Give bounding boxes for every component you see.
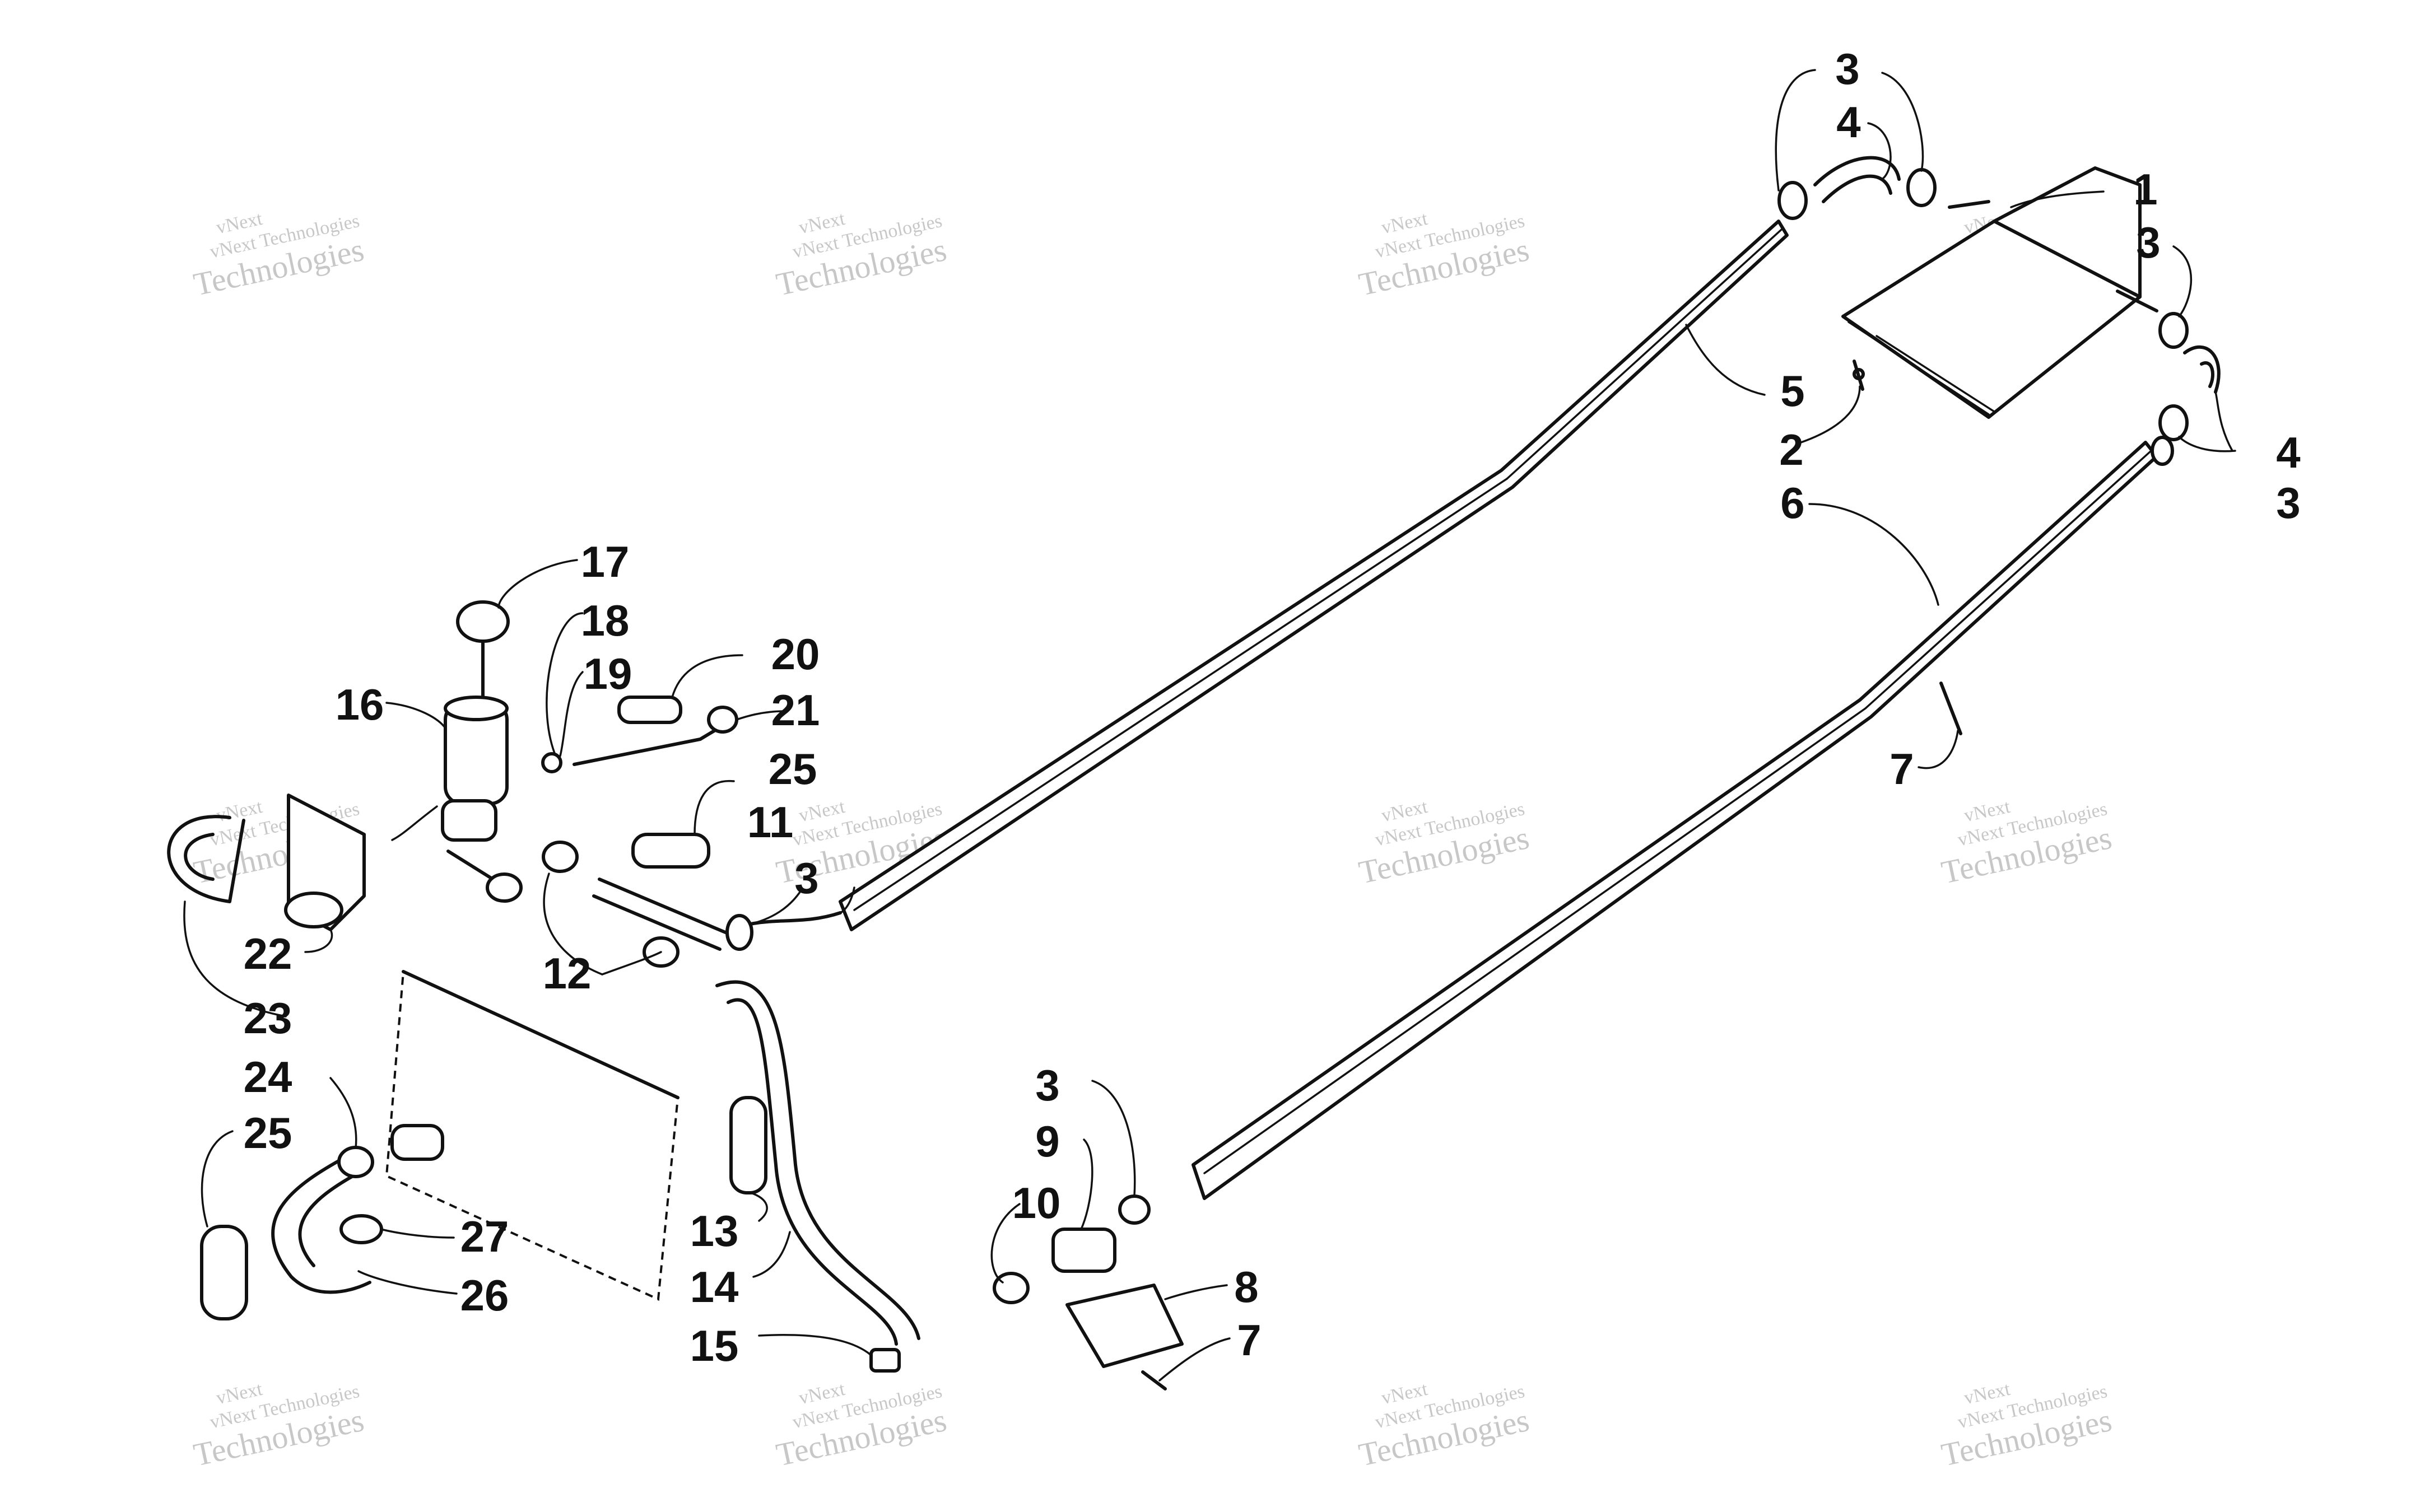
callout-17: 17 [581, 537, 630, 586]
clamp-27 [339, 1214, 383, 1244]
watermark: vNext vNext Technologies Technologies [1356, 1379, 1532, 1473]
left-tunnel-tube [839, 220, 1789, 931]
callout-3-right-upper: 3 [2136, 218, 2160, 267]
callout-12: 12 [543, 949, 592, 998]
callout-13: 13 [690, 1206, 739, 1256]
watermark: vNext vNext Technologies Technologies [1356, 208, 1532, 303]
callout-15: 15 [690, 1321, 739, 1370]
callout-27: 27 [460, 1212, 509, 1261]
watermark: vNext vNext Technologies Technologies [190, 1379, 367, 1473]
tube-bracket-8 [1065, 1284, 1184, 1368]
clamp-10 [993, 1272, 1030, 1304]
callout-1: 1 [2133, 165, 2157, 214]
callout-3-mid: 3 [794, 853, 818, 903]
callout-6: 6 [1780, 478, 1804, 528]
callout-14: 14 [690, 1262, 739, 1312]
callout-11: 11 [747, 797, 793, 847]
sleeve-20 [617, 696, 682, 724]
callout-3-right-lower: 3 [2276, 478, 2300, 528]
coolant-cap [456, 600, 510, 699]
callout-24: 24 [244, 1052, 292, 1102]
callout-7-upper: 7 [1890, 744, 1914, 794]
clamp-21 [707, 706, 738, 734]
callout-3-lower: 3 [1035, 1061, 1059, 1110]
sleeve-25-upper [631, 833, 710, 869]
watermark: vNext vNext Technologies Technologies [190, 208, 367, 303]
callout-21: 21 [771, 685, 820, 735]
callout-22: 22 [244, 929, 292, 978]
upper-elbow-hose [1777, 156, 1937, 220]
watermark: vNext vNext Technologies Technologies [1938, 1379, 2115, 1473]
callout-10: 10 [1012, 1178, 1061, 1228]
shield-22 [284, 794, 366, 931]
callout-2: 2 [1779, 425, 1803, 474]
fitting-15 [869, 1348, 901, 1373]
callout-7-lower: 7 [1237, 1315, 1261, 1365]
coolant-bottle [441, 696, 523, 903]
callout-8: 8 [1234, 1262, 1258, 1312]
sleeve-25-lower [200, 1225, 248, 1320]
parts-drawing [167, 156, 2221, 1390]
hose-11 [542, 841, 842, 951]
leader-lines [183, 69, 2236, 1382]
clamp-24 [337, 1146, 374, 1178]
callout-16: 16 [336, 680, 384, 729]
sleeve-13 [729, 1096, 767, 1194]
rivet-7-upper [1939, 682, 1962, 735]
callout-25-upper: 25 [769, 744, 817, 794]
right-tunnel-tube [1192, 436, 2174, 1200]
rivet-7-lower [1141, 1370, 1167, 1390]
watermark: vNext vNext Technologies Technologies [773, 1379, 950, 1473]
lower-elbow-hose [2158, 312, 2221, 441]
watermark: vNext vNext Technologies Technologies [773, 208, 950, 303]
clamp-3-lower [1118, 1194, 1151, 1225]
callout-19: 19 [584, 649, 632, 698]
heat-exchanger [1841, 166, 2158, 419]
hose-14 [715, 980, 920, 1346]
coupler-9 [1051, 1228, 1116, 1273]
radiator-bracket [385, 969, 680, 1301]
watermark: vNext vNext Technologies Technologies [1356, 796, 1532, 891]
callout-25-lower: 25 [244, 1108, 292, 1158]
callout-20: 20 [771, 629, 820, 679]
bracket-23 [167, 815, 245, 903]
callouts: 1 2 3 3 3 3 3 4 4 5 6 7 7 8 9 10 11 12 1… [244, 44, 2301, 1370]
overflow-hose [541, 729, 716, 773]
callout-18: 18 [581, 596, 630, 645]
watermark: vNext vNext Technologies Technologies [1938, 796, 2115, 891]
callout-3-top: 3 [1835, 44, 1859, 94]
callout-4-right: 4 [2276, 428, 2300, 477]
hose-26 [271, 1124, 444, 1294]
bleed-screw [1853, 360, 1865, 391]
callout-26: 26 [460, 1271, 509, 1320]
callout-4-top: 4 [1836, 97, 1860, 147]
callout-5: 5 [1780, 366, 1804, 416]
callout-9: 9 [1035, 1117, 1059, 1166]
callout-23: 23 [244, 993, 292, 1043]
